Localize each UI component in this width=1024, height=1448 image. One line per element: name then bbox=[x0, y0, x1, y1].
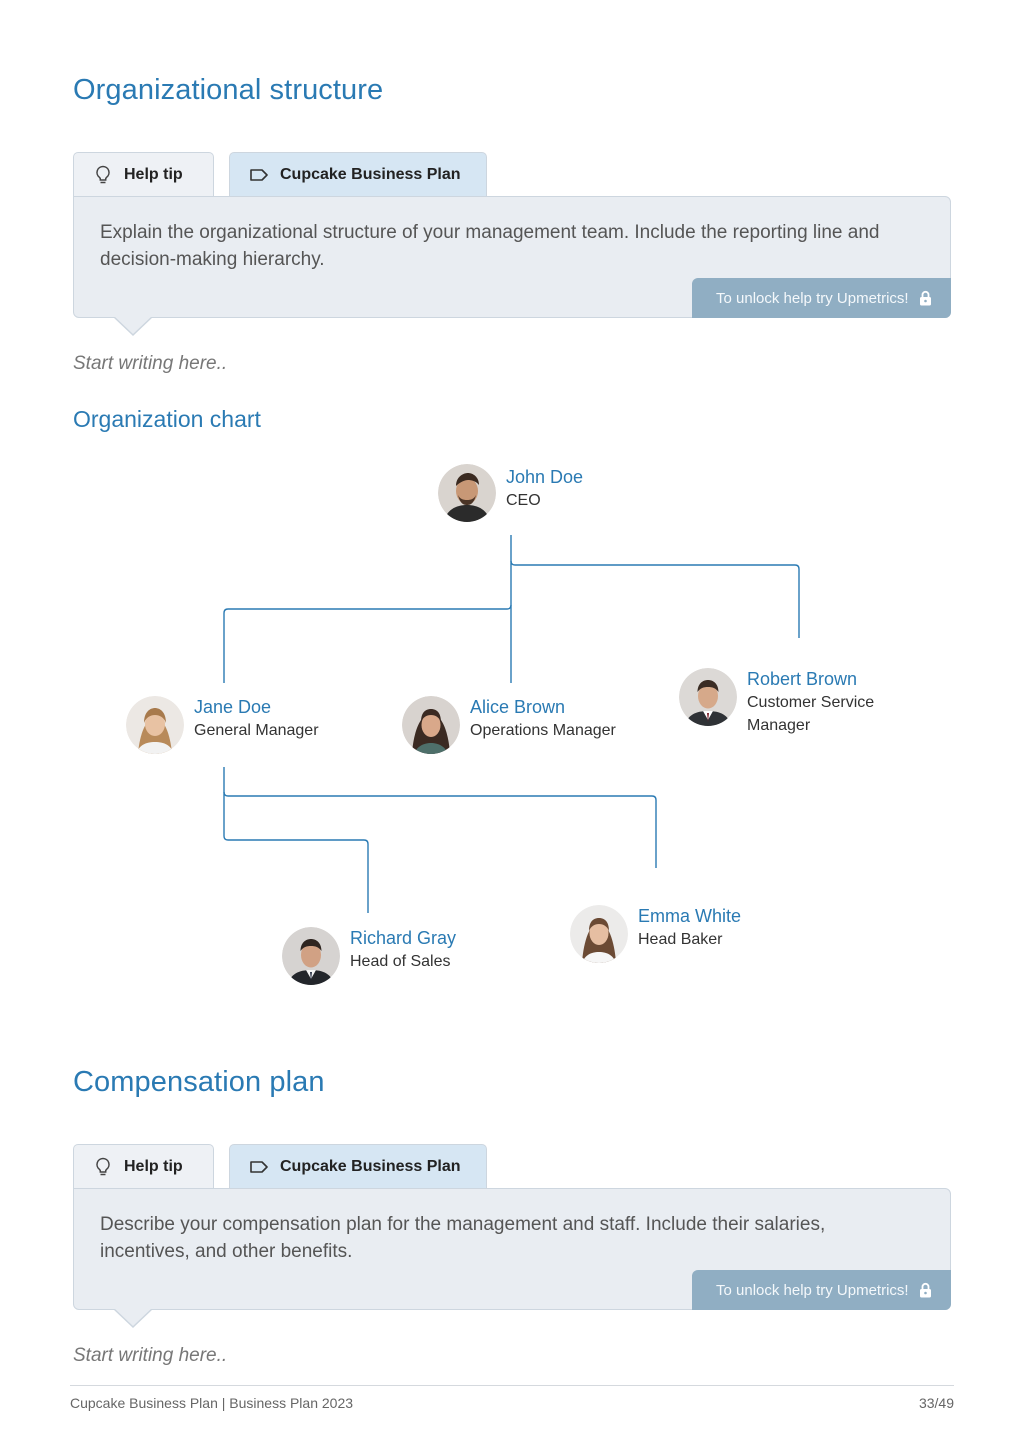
person-role: Head of Sales bbox=[350, 953, 451, 970]
org-node-general-manager: Jane Doe General Manager bbox=[126, 696, 319, 754]
person-role: CEO bbox=[506, 492, 541, 509]
org-node-customer-service-manager: Robert Brown Customer Service Manager bbox=[679, 668, 887, 737]
tab-help-tip-label: Help tip bbox=[124, 166, 183, 183]
connector-ceo-to-general-manager bbox=[223, 561, 512, 683]
person-role: Head Baker bbox=[638, 931, 723, 948]
avatar-robert-brown bbox=[679, 668, 737, 726]
person-name: Robert Brown bbox=[747, 669, 858, 689]
person-name: Alice Brown bbox=[470, 697, 566, 717]
avatar-emma-white bbox=[570, 905, 628, 963]
connector-gm-to-head-of-sales bbox=[223, 792, 369, 913]
help-tip-text: Describe your compensation plan for the … bbox=[100, 1214, 826, 1262]
tab-cupcake-business-plan[interactable]: Cupcake Business Plan bbox=[229, 152, 487, 197]
person-name: Jane Doe bbox=[194, 697, 272, 717]
help-tip-panel-2: Help tip Cupcake Business Plan Describe … bbox=[73, 1144, 951, 1330]
tag-icon bbox=[248, 164, 270, 186]
help-tip-box: Explain the organizational structure of … bbox=[73, 196, 951, 318]
start-writing-field-1[interactable]: Start writing here.. bbox=[73, 353, 228, 374]
org-node-head-baker: Emma White Head Baker bbox=[570, 905, 741, 963]
person-role: Operations Manager bbox=[470, 722, 616, 739]
unlock-help-button[interactable]: To unlock help try Upmetrics! bbox=[692, 278, 951, 318]
footer-page-number: 33/49 bbox=[918, 1395, 954, 1411]
avatar-alice-brown bbox=[402, 696, 460, 754]
avatar-john-doe bbox=[438, 464, 496, 522]
lock-icon bbox=[919, 290, 932, 306]
tab-help-tip[interactable]: Help tip bbox=[73, 152, 214, 197]
person-role: General Manager bbox=[194, 722, 319, 739]
footer-divider bbox=[70, 1385, 954, 1386]
org-node-operations-manager: Alice Brown Operations Manager bbox=[402, 696, 616, 754]
lightbulb-icon bbox=[92, 1156, 114, 1178]
person-name: Emma White bbox=[638, 906, 742, 926]
connector-gm-to-head-baker bbox=[223, 767, 657, 868]
help-tip-box: Describe your compensation plan for the … bbox=[73, 1188, 951, 1310]
section-title-organizational-structure: Organizational structure bbox=[73, 74, 384, 106]
tab-plan-label: Cupcake Business Plan bbox=[280, 166, 461, 183]
lock-icon bbox=[919, 1282, 932, 1298]
tab-cupcake-business-plan[interactable]: Cupcake Business Plan bbox=[229, 1144, 487, 1189]
org-node-head-of-sales: Richard Gray Head of Sales bbox=[282, 927, 456, 985]
unlock-help-label: To unlock help try Upmetrics! bbox=[716, 1281, 909, 1299]
person-name: John Doe bbox=[506, 467, 584, 487]
section-title-compensation-plan: Compensation plan bbox=[73, 1066, 325, 1098]
tab-help-tip-label: Help tip bbox=[124, 1158, 183, 1175]
unlock-help-button[interactable]: To unlock help try Upmetrics! bbox=[692, 1270, 951, 1310]
tab-plan-label: Cupcake Business Plan bbox=[280, 1158, 461, 1175]
person-role: Customer Service Manager bbox=[747, 694, 875, 734]
unlock-help-label: To unlock help try Upmetrics! bbox=[716, 289, 909, 307]
help-tip-panel: Help tip Cupcake Business Plan Explain t… bbox=[73, 152, 951, 338]
connector-ceo-to-customer-service bbox=[510, 535, 800, 638]
tab-help-tip[interactable]: Help tip bbox=[73, 1144, 214, 1189]
lightbulb-icon bbox=[92, 164, 114, 186]
tip-pointer bbox=[113, 316, 153, 336]
avatar-jane-doe bbox=[126, 696, 184, 754]
tip-pointer bbox=[113, 1308, 153, 1328]
org-chart-title: Organization chart bbox=[73, 406, 261, 432]
footer-document-title: Cupcake Business Plan | Business Plan 20… bbox=[70, 1395, 354, 1411]
org-node-ceo: John Doe CEO bbox=[438, 464, 583, 522]
tag-icon bbox=[248, 1156, 270, 1178]
avatar-richard-gray bbox=[282, 927, 340, 985]
person-name: Richard Gray bbox=[350, 928, 457, 948]
help-tip-text: Explain the organizational structure of … bbox=[100, 222, 880, 270]
start-writing-field-2[interactable]: Start writing here.. bbox=[73, 1345, 228, 1366]
